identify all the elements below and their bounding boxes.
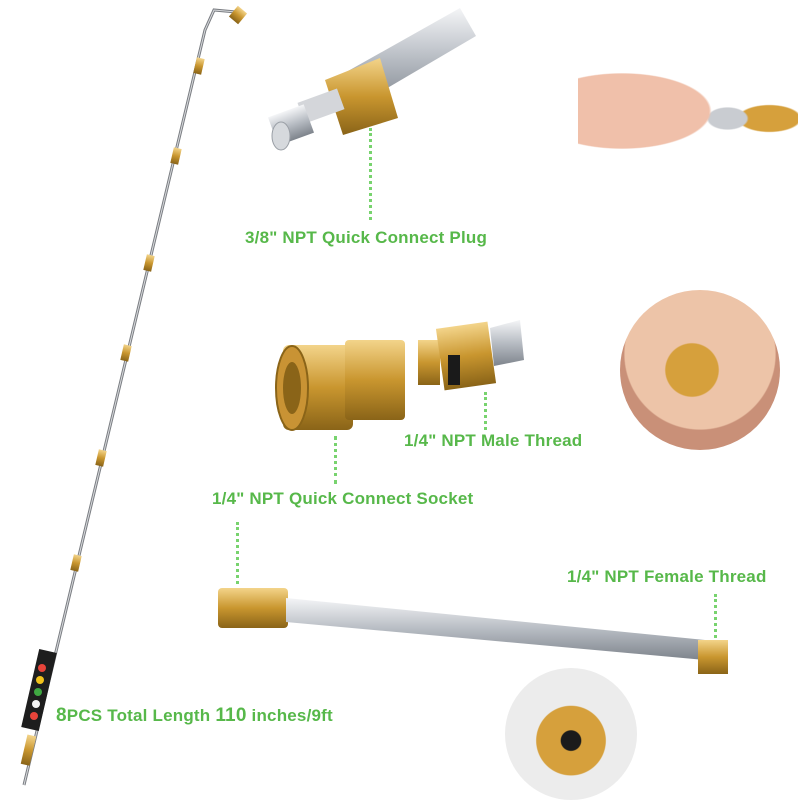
male-thread-label: 1/4" NPT Male Thread (404, 431, 583, 450)
male-thread-leader-line (484, 392, 487, 430)
thread-closeup-photo (505, 668, 637, 800)
socket-hand-photo (620, 290, 780, 450)
length-value: 110 (215, 705, 247, 726)
female-thread-leader-line (714, 594, 717, 638)
quick-connect-plug-illustration (268, 8, 476, 151)
female-thread-label: 1/4" NPT Female Thread (567, 567, 767, 586)
long-wand (20, 5, 248, 786)
piece-count: 8 (56, 705, 67, 726)
length-unit: inches/9ft (251, 706, 333, 725)
plug-leader-line (369, 128, 372, 220)
socket-and-thread-illustration (275, 320, 524, 431)
plug-label: 3/8" NPT Quick Connect Plug (245, 228, 488, 247)
short-extension-illustration (218, 588, 728, 674)
socket-bottom-leader-line (236, 522, 239, 584)
plug-connection-photo (578, 36, 798, 186)
pcs-text: PCS Total Length (66, 706, 211, 725)
socket-label: 1/4" NPT Quick Connect Socket (212, 489, 474, 508)
socket-leader-line (334, 436, 337, 484)
total-length-caption: 8PCS Total Length 110 inches/9ft (56, 705, 333, 727)
